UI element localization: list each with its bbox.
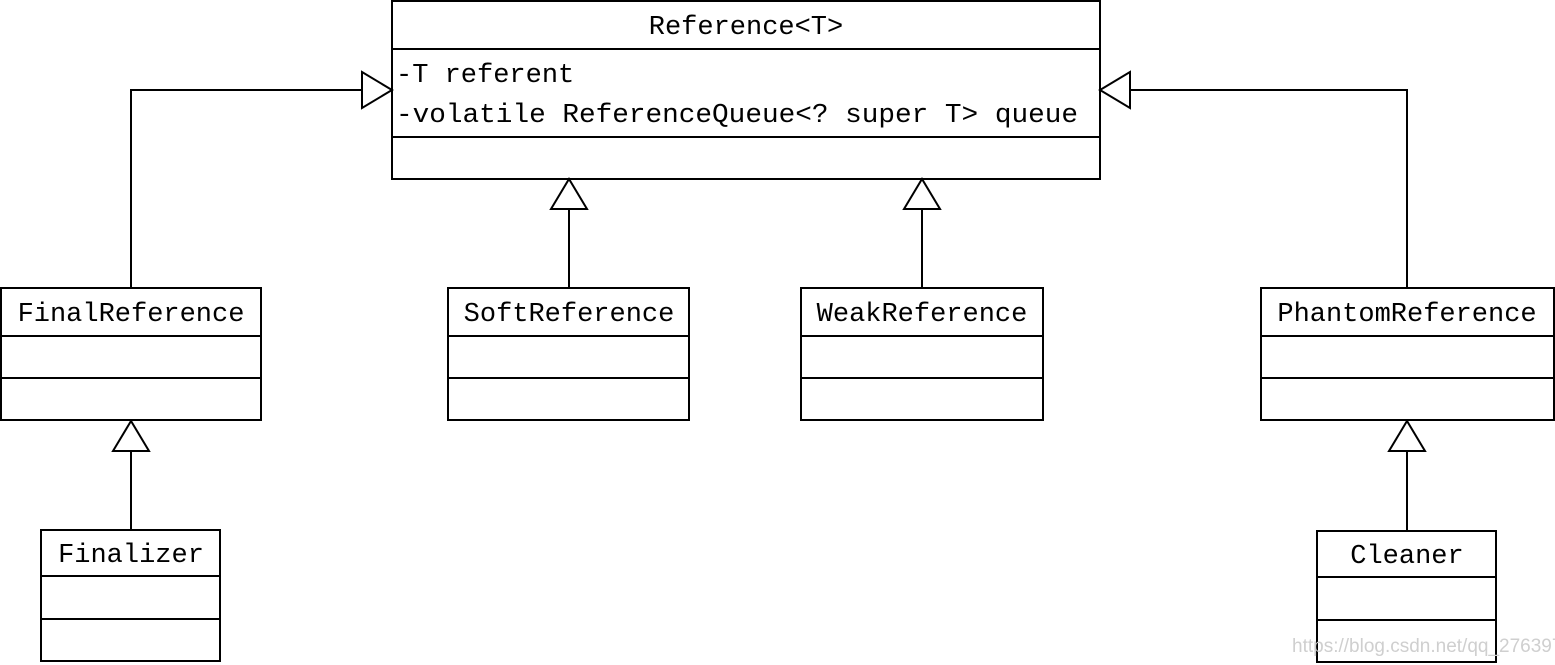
connector-line — [1130, 89, 1408, 288]
generalization-soft-to-reference — [549, 177, 589, 288]
class-phantom-reference: PhantomReference — [1260, 287, 1555, 421]
class-box — [447, 287, 690, 421]
class-box — [391, 0, 1101, 180]
class-soft-reference: SoftReference — [447, 287, 690, 421]
inheritance-arrow-icon — [361, 70, 394, 110]
class-name: SoftReference — [464, 300, 675, 330]
generalization-final-to-reference — [130, 70, 394, 288]
generalization-cleaner-to-phantom — [1387, 419, 1427, 531]
class-weak-reference: WeakReference — [800, 287, 1044, 421]
inheritance-arrow-icon — [902, 177, 942, 210]
class-box — [1260, 287, 1555, 421]
generalization-finalizer-to-final — [111, 419, 151, 530]
class-reference: Reference<T> -T referent -volatile Refer… — [391, 0, 1101, 180]
class-name: PhantomReference — [1277, 300, 1536, 330]
class-box — [40, 529, 221, 662]
watermark: https://blog.csdn.net/qq_27639777 — [1292, 636, 1555, 657]
connector-line — [130, 89, 362, 288]
class-name: Reference<T> — [649, 13, 843, 43]
class-name: FinalReference — [18, 300, 245, 330]
class-box — [1316, 530, 1497, 663]
inheritance-arrow-icon — [1098, 70, 1131, 110]
class-name: Finalizer — [58, 541, 204, 571]
class-finalizer: Finalizer — [40, 529, 221, 662]
class-final-reference: FinalReference — [0, 287, 262, 421]
class-name: Cleaner — [1350, 542, 1463, 572]
class-name: WeakReference — [817, 300, 1028, 330]
class-box — [800, 287, 1044, 421]
generalization-phantom-to-reference — [1098, 70, 1408, 288]
class-cleaner: Cleaner — [1316, 530, 1497, 663]
attribute: -T referent — [396, 61, 574, 91]
attribute: -volatile ReferenceQueue<? super T> queu… — [396, 101, 1078, 131]
generalization-weak-to-reference — [902, 177, 942, 288]
inheritance-arrow-icon — [1387, 419, 1427, 452]
inheritance-arrow-icon — [111, 419, 151, 452]
inheritance-arrow-icon — [549, 177, 589, 210]
class-box — [0, 287, 262, 421]
